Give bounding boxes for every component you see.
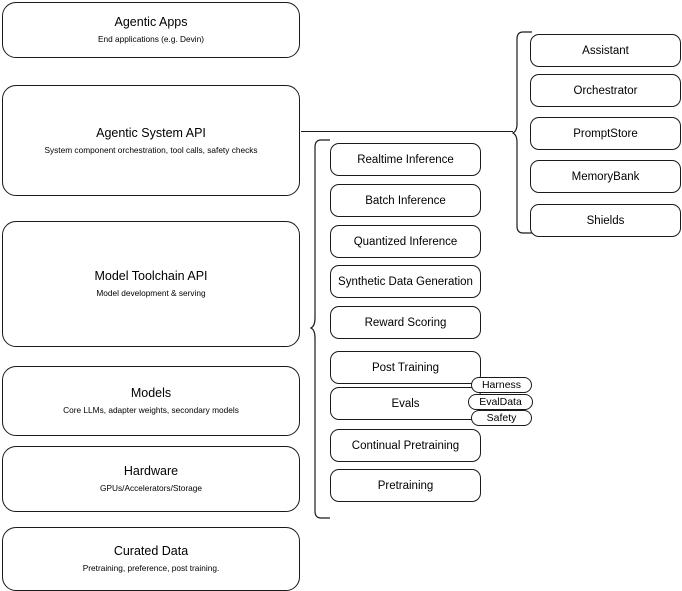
layer-box-curated-data[interactable]: Curated Data Pretraining, preference, po… xyxy=(2,527,300,591)
layer-subtitle: Model development & serving xyxy=(96,288,206,298)
cap-label: Evals xyxy=(391,397,420,410)
layer-title: Hardware xyxy=(123,464,179,478)
cap-box-reward-scoring[interactable]: Reward Scoring xyxy=(330,306,481,339)
cap-label: Continual Pretraining xyxy=(351,439,460,452)
cap-box-continual-pretraining[interactable]: Continual Pretraining xyxy=(330,429,481,462)
cap-box-batch-inference[interactable]: Batch Inference xyxy=(330,184,481,217)
layer-title: Agentic System API xyxy=(96,125,206,140)
cap-box-promptstore[interactable]: PromptStore xyxy=(530,117,681,150)
sub-pill-label: Safety xyxy=(486,412,517,424)
sub-pill-safety[interactable]: Safety xyxy=(471,410,532,426)
layer-box-agentic-system-api[interactable]: Agentic System API System component orch… xyxy=(2,85,300,196)
layer-title: Curated Data xyxy=(113,544,189,558)
connector-line-system-api-to-components xyxy=(301,130,513,132)
layer-title: Agentic Apps xyxy=(114,15,188,29)
cap-label: Reward Scoring xyxy=(364,316,447,329)
layer-subtitle: Pretraining, preference, post training. xyxy=(82,563,220,573)
cap-label: Batch Inference xyxy=(365,194,446,207)
cap-box-post-training[interactable]: Post Training xyxy=(330,351,481,384)
cap-label: MemoryBank xyxy=(571,170,640,183)
cap-box-shields[interactable]: Shields xyxy=(530,204,681,237)
brace-toolchain-capabilities xyxy=(309,139,330,519)
cap-box-memorybank[interactable]: MemoryBank xyxy=(530,160,681,193)
cap-label: Realtime Inference xyxy=(357,153,454,166)
cap-label: Shields xyxy=(586,214,625,227)
layer-box-model-toolchain-api[interactable]: Model Toolchain API Model development & … xyxy=(2,221,300,347)
layer-subtitle: System component orchestration, tool cal… xyxy=(44,144,258,155)
cap-label: Assistant xyxy=(582,44,629,57)
cap-box-assistant[interactable]: Assistant xyxy=(530,34,681,67)
layer-title: Models xyxy=(130,386,172,400)
layer-box-hardware[interactable]: Hardware GPUs/Accelerators/Storage xyxy=(2,446,300,512)
cap-box-realtime-inference[interactable]: Realtime Inference xyxy=(330,143,481,176)
layer-box-models[interactable]: Models Core LLMs, adapter weights, secon… xyxy=(2,366,300,436)
cap-label: PromptStore xyxy=(573,127,638,140)
cap-label: Synthetic Data Generation xyxy=(338,275,473,288)
layer-subtitle: Core LLMs, adapter weights, secondary mo… xyxy=(63,405,239,415)
layer-title: Model Toolchain API xyxy=(94,269,208,283)
sub-pill-evaldata[interactable]: EvalData xyxy=(468,394,533,410)
cap-box-synthetic-data-generation[interactable]: Synthetic Data Generation xyxy=(330,265,481,298)
cap-label: Pretraining xyxy=(377,479,434,492)
cap-label: Post Training xyxy=(371,361,440,374)
cap-label: Orchestrator xyxy=(573,84,638,97)
cap-box-pretraining[interactable]: Pretraining xyxy=(330,469,481,502)
cap-box-quantized-inference[interactable]: Quantized Inference xyxy=(330,225,481,258)
sub-pill-label: EvalData xyxy=(479,396,522,408)
cap-box-orchestrator[interactable]: Orchestrator xyxy=(530,74,681,107)
brace-system-components xyxy=(511,31,532,234)
layer-subtitle: End applications (e.g. Devin) xyxy=(97,34,205,44)
layer-subtitle: GPUs/Accelerators/Storage xyxy=(100,483,202,493)
layer-box-agentic-apps[interactable]: Agentic Apps End applications (e.g. Devi… xyxy=(2,2,300,58)
cap-box-evals[interactable]: Evals xyxy=(330,387,481,420)
sub-pill-harness[interactable]: Harness xyxy=(471,377,532,393)
sub-pill-label: Harness xyxy=(481,379,522,391)
cap-label: Quantized Inference xyxy=(353,235,458,248)
